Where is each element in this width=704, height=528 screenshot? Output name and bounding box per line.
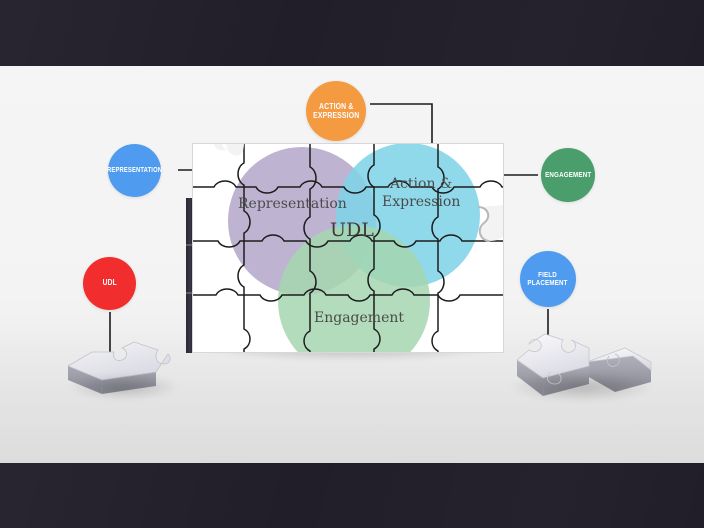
top-bar-sheen [0,0,704,66]
callout-udl[interactable]: UDL [83,257,136,310]
callout-engagement[interactable]: ENGAGEMENT [541,148,595,202]
callout-udl-label: UDL [102,278,117,288]
callout-engagement-label: ENGAGEMENT [544,169,592,179]
venn-label-engagement: Engagement [314,310,404,326]
board-missing-piece-hole [477,205,504,242]
bottom-bar-sheen [0,463,704,528]
loose-pieces-right-svg [516,333,652,396]
venn-label-action: Action & Expression [382,176,461,210]
puzzle-board: Representation Action & Expression Engag… [186,143,504,361]
callout-action-expression-label: ACTION & EXPRESSION [312,101,360,120]
top-letterbox-bar [0,0,704,66]
loose-piece-left-svg [67,341,171,394]
loose-puzzle-pieces-right [505,326,657,410]
callout-field-placement-label: FIELD PLACEMENT [527,269,569,287]
board-notch-top-left [192,143,244,156]
venn-circle-engagement [278,225,430,353]
bottom-letterbox-bar [0,463,704,528]
venn-label-udl-center: UDL [330,219,374,241]
loose-puzzle-piece-left [62,336,182,406]
callout-representation[interactable]: REPRESENTATION [106,144,163,197]
loose-piece-left-shadow [68,374,180,400]
board-face: Representation Action & Expression Engag… [192,143,504,353]
callout-representation-label: REPRESENTATION [106,165,163,174]
loose-pieces-right-shadow [509,372,655,402]
callout-action-expression[interactable]: ACTION & EXPRESSION [306,81,366,141]
callout-field-placement[interactable]: FIELD PLACEMENT [520,251,576,307]
venn-label-representation: Representation [238,196,347,212]
jigsaw-cut-lines [192,143,504,353]
venn-and-puzzle-svg [192,143,504,353]
board-left-edge [186,198,195,353]
